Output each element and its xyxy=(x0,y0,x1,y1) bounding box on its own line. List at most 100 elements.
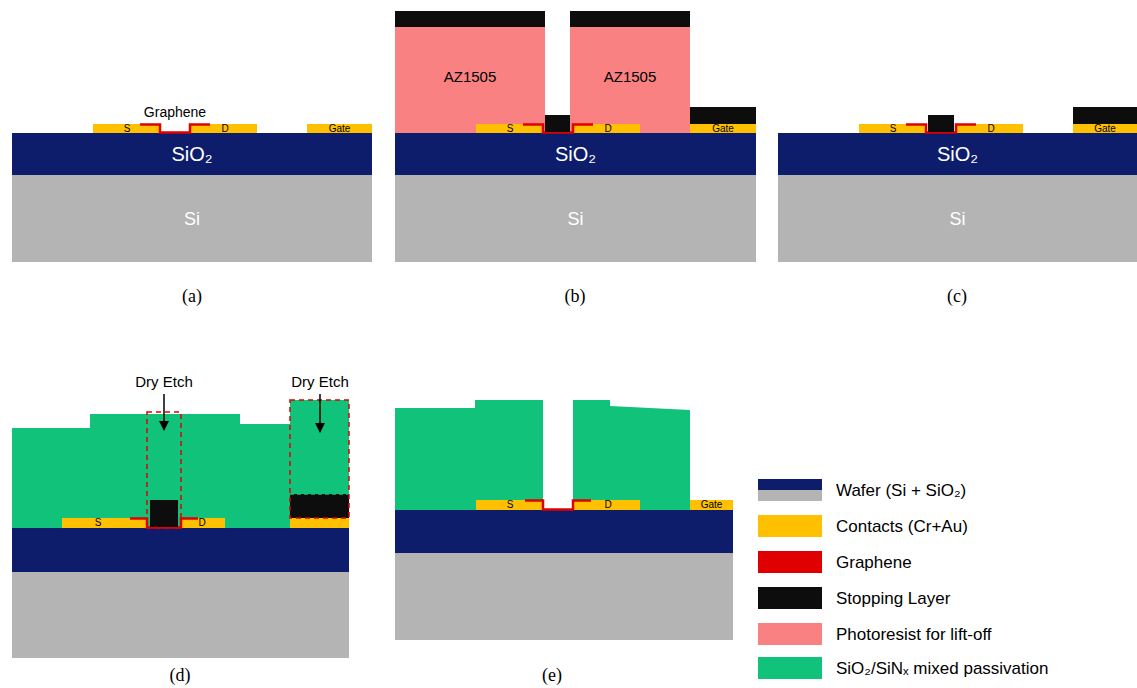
gate-contact xyxy=(690,124,756,133)
photoresist-block: AZ1505 xyxy=(395,27,545,124)
panel-label: (a) xyxy=(182,287,202,305)
stopping-layer xyxy=(570,11,690,27)
layer-name: Gate xyxy=(701,500,723,510)
silicon-layer: Si xyxy=(395,175,756,262)
source-drain-contacts: SD xyxy=(476,124,640,134)
legend-swatch xyxy=(758,623,822,645)
terminal-name: S xyxy=(507,500,514,510)
passivation xyxy=(573,400,690,510)
panel-e xyxy=(395,400,733,640)
terminal-name: D xyxy=(198,518,205,528)
stopping-layer xyxy=(928,115,954,132)
silicon-layer: Si xyxy=(778,175,1137,262)
gate-contact: Gate xyxy=(690,500,733,510)
panel-label: (d) xyxy=(170,666,191,684)
terminal-name: S xyxy=(124,124,131,134)
gate-contact xyxy=(690,500,733,510)
panel-label: (e) xyxy=(542,666,562,684)
etch-arrow xyxy=(319,394,321,432)
oxide-layer: SiO₂ xyxy=(395,133,756,175)
material-label: Graphene xyxy=(144,105,206,119)
source-drain-contacts: SD xyxy=(476,500,640,510)
sio2-layer xyxy=(12,528,349,572)
terminal-name: D xyxy=(604,124,611,134)
panel-c xyxy=(778,107,1137,262)
panel-label: (c) xyxy=(947,287,967,305)
legend-swatch xyxy=(758,515,822,537)
gate-contact xyxy=(307,124,372,133)
terminal-name: S xyxy=(95,518,102,528)
layer-name: AZ1505 xyxy=(444,68,497,83)
photoresist xyxy=(570,27,690,133)
etch-arrow xyxy=(163,394,165,430)
panel-d xyxy=(12,394,349,658)
source-drain-contacts: SD xyxy=(62,518,225,528)
terminal-name: S xyxy=(890,124,897,134)
legend-text: Stopping Layer xyxy=(836,590,950,607)
panel-b xyxy=(395,11,756,262)
stopping-layer xyxy=(395,11,545,27)
passivation xyxy=(12,400,349,528)
stopping-layer xyxy=(290,494,349,518)
photoresist-block: AZ1505 xyxy=(570,27,690,124)
etch-front xyxy=(290,493,349,495)
legend-wafer-swatch xyxy=(758,479,822,501)
si-layer xyxy=(395,553,733,640)
process-label: Dry Etch xyxy=(291,374,349,389)
graphene-channel xyxy=(525,501,591,510)
si-layer xyxy=(778,175,1137,262)
layer-name: SiO₂ xyxy=(171,144,212,164)
stopping-layer xyxy=(690,107,756,124)
passivation xyxy=(395,400,543,510)
terminal-name: D xyxy=(604,500,611,510)
stopping-layer xyxy=(1073,107,1137,124)
layer-name: Si xyxy=(949,210,965,228)
legend-swatch xyxy=(758,587,822,609)
legend-swatch xyxy=(758,657,822,679)
si-layer xyxy=(12,572,349,658)
sio2-layer xyxy=(395,133,756,175)
legend-swatch-sio2 xyxy=(758,479,822,490)
graphene-channel xyxy=(140,125,210,133)
panel-label: (b) xyxy=(565,287,586,305)
oxide-layer: SiO₂ xyxy=(778,133,1137,175)
legend-swatch xyxy=(758,551,822,573)
gate-contact: Gate xyxy=(690,124,756,134)
layer-name: Gate xyxy=(712,124,734,134)
sio2-layer xyxy=(778,133,1137,175)
layer-name: Gate xyxy=(1094,124,1116,134)
gate-contact: Gate xyxy=(1073,124,1137,134)
legend-swatch-si xyxy=(758,490,822,501)
layer-name: SiO₂ xyxy=(555,144,596,164)
panel-a xyxy=(12,124,372,262)
layer-name: SiO₂ xyxy=(937,144,978,164)
si-layer xyxy=(395,175,756,262)
terminal-name: S xyxy=(507,124,514,134)
layer-name: Si xyxy=(184,210,200,228)
terminal-name: D xyxy=(221,124,228,134)
layer-name: AZ1505 xyxy=(604,68,657,83)
legend-text: Wafer (Si + SiO₂) xyxy=(836,482,966,499)
oxide-layer: SiO₂ xyxy=(12,133,372,175)
sio2-layer xyxy=(12,133,372,175)
stopping-layer xyxy=(150,500,178,527)
process-label: Dry Etch xyxy=(135,374,193,389)
sio2-layer xyxy=(395,510,733,553)
source-drain-contacts: SD xyxy=(859,124,1023,134)
gate-contact: Gate xyxy=(307,124,372,134)
legend-text: Graphene xyxy=(836,554,912,571)
terminal-name: D xyxy=(987,124,994,134)
gate-contact xyxy=(1073,124,1137,133)
legend-text: Contacts (Cr+Au) xyxy=(836,518,968,535)
gate-contact xyxy=(290,518,349,528)
legend-text: Photoresist for lift-off xyxy=(836,626,992,643)
source-drain-contacts: SD xyxy=(93,124,257,134)
layer-name: Si xyxy=(567,210,583,228)
photoresist xyxy=(395,27,545,133)
stopping-layer xyxy=(545,115,570,132)
legend-text: SiO₂/SiNₓ mixed passivation xyxy=(836,660,1048,677)
layer-name: Gate xyxy=(329,124,351,134)
si-layer xyxy=(12,175,372,262)
silicon-layer: Si xyxy=(12,175,372,262)
